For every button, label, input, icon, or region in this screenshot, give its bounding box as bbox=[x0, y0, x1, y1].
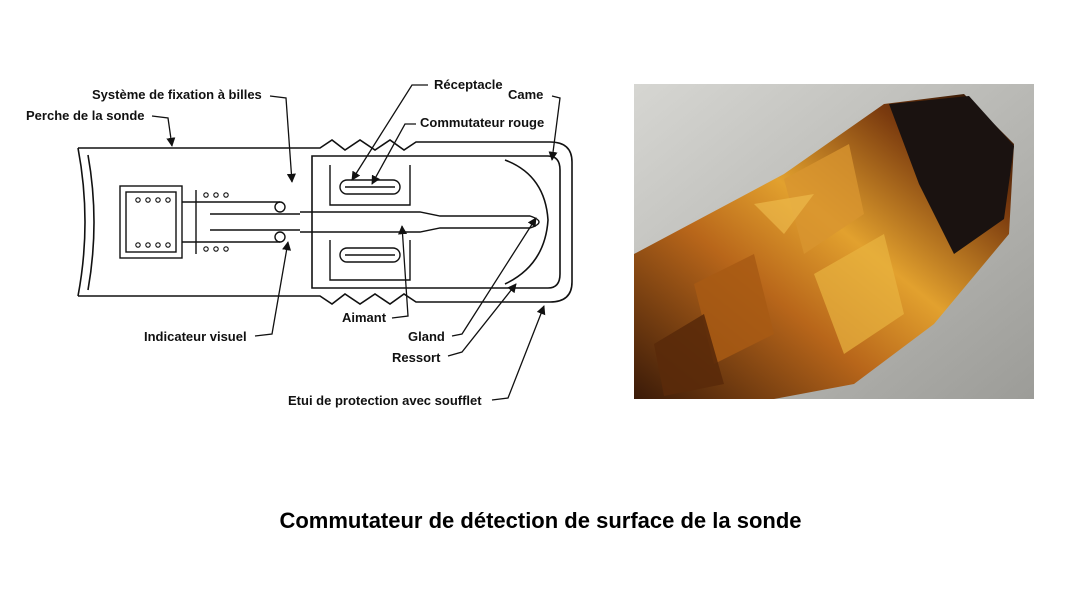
label-commutateur: Commutateur rouge bbox=[420, 115, 544, 130]
probe-body bbox=[77, 139, 573, 305]
figure-caption: Commutateur de détection de surface de l… bbox=[279, 508, 802, 533]
label-etui: Etui de protection avec soufflet bbox=[288, 393, 482, 408]
ball-fixation-mechanism bbox=[119, 185, 540, 259]
leader-lines bbox=[151, 84, 561, 401]
label-came: Came bbox=[508, 87, 543, 102]
label-receptacle: Réceptacle bbox=[434, 77, 503, 92]
spring-coils bbox=[135, 192, 229, 252]
reed-switch-assembly bbox=[329, 165, 411, 281]
probe-tip-photo bbox=[634, 84, 1034, 399]
label-indicateur: Indicateur visuel bbox=[144, 329, 247, 344]
label-perche: Perche de la sonde bbox=[26, 108, 145, 123]
label-aimant: Aimant bbox=[342, 310, 387, 325]
probe-switch-diagram: Système de fixation à billes Perche de l… bbox=[26, 77, 573, 408]
label-gland: Gland bbox=[408, 329, 445, 344]
label-fixation: Système de fixation à billes bbox=[92, 87, 262, 102]
label-ressort: Ressort bbox=[392, 350, 441, 365]
